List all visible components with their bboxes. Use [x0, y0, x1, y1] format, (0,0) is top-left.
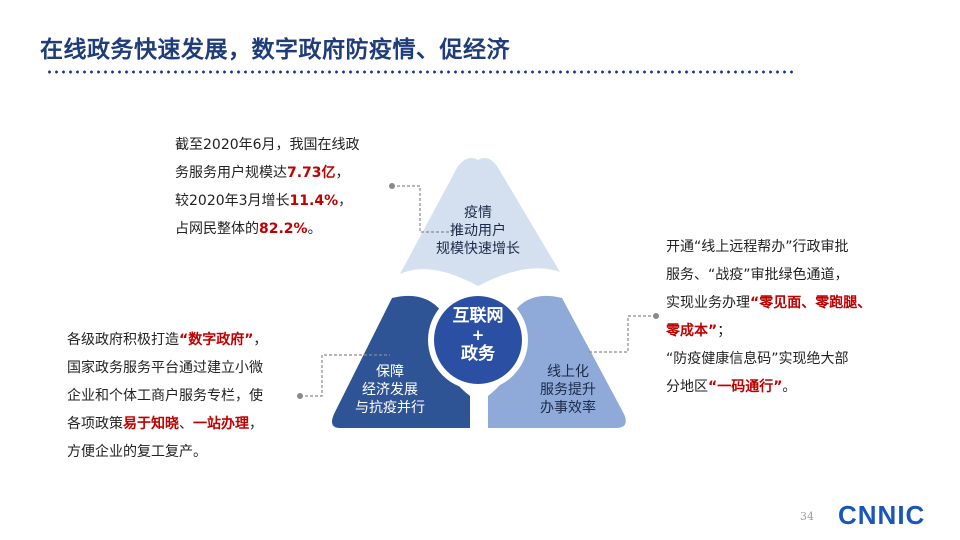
callout-users: 截至2020年6月，我国在线政 务服务用户规模达7.73亿， 较2020年3月增… [175, 131, 395, 243]
callout-text: 服务、“战疫”审批绿色通道， [666, 267, 849, 283]
callout-highlight: 82.2% [259, 221, 308, 237]
callout-text: ， [253, 332, 268, 348]
callout-highlight: 7.73亿 [287, 165, 336, 181]
center-label: 互联网 + 政务 [438, 305, 518, 365]
callout-text: 占网民整体的 [175, 221, 259, 237]
callout-text: 务服务用户规模达 [175, 165, 287, 181]
callout-text: “防疫健康信息码”实现绝大部 [666, 351, 849, 367]
right-segment-line: 服务提升 [540, 382, 596, 398]
callout-text: 各项政策 [67, 416, 123, 432]
dotted-divider [46, 70, 794, 74]
callout-highlight: “一码通行” [708, 379, 783, 395]
callout-text: 较2020年3月增长 [175, 193, 290, 209]
top-segment-line: 推动用户 [450, 223, 506, 239]
top-segment-line: 规模快速增长 [436, 241, 520, 257]
callout-text: 分地区 [666, 379, 708, 395]
callout-text: 。 [307, 221, 322, 237]
connector-top [392, 185, 462, 233]
left-segment-line: 经济发展 [362, 382, 418, 398]
center-line: 互联网 [452, 306, 504, 326]
callout-text: 国家政务服务平台通过建立小微 [67, 360, 263, 376]
callout-text: 企业和个体工商户服务专栏，使 [67, 388, 263, 404]
center-line: 政务 [461, 344, 495, 364]
top-segment [400, 158, 560, 286]
page-title: 在线政务快速发展，数字政府防疫情、促经济 [40, 37, 510, 63]
left-segment-line: 与抗疫并行 [355, 400, 425, 416]
callout-text: ； [717, 323, 732, 339]
callout-highlight: 易于知晓 [123, 416, 179, 432]
top-segment-line: 疫情 [464, 205, 492, 221]
callout-text: 。 [782, 379, 797, 395]
callout-text: ， [338, 193, 353, 209]
right-segment-line: 办事效率 [540, 400, 596, 416]
callout-text: 实现业务办理 [666, 295, 750, 311]
callout-digital-government: 各级政府积极打造“数字政府”， 国家政务服务平台通过建立小微 企业和个体工商户服… [67, 326, 307, 466]
callout-highlight: “数字政府” [179, 332, 254, 348]
callout-highlight: 11.4% [289, 193, 339, 209]
left-segment-line: 保障 [376, 364, 404, 380]
connector-left [300, 354, 390, 397]
callout-text: 、 [179, 416, 193, 432]
callout-text: 截至2020年6月，我国在线政 [175, 137, 360, 153]
callout-text: 开通“线上远程帮办”行政审批 [666, 239, 849, 255]
right-segment-line: 线上化 [547, 364, 589, 380]
callout-text: 各级政府积极打造 [67, 332, 179, 348]
top-segment-label: 疫情 推动用户 规模快速增长 [418, 204, 538, 258]
right-segment-label: 线上化 服务提升 办事效率 [516, 363, 620, 417]
callout-highlight: 一站办理 [193, 416, 249, 432]
page-number: 34 [800, 510, 814, 523]
callout-highlight: “零见面、零跑腿、 [750, 295, 872, 311]
center-line: + [471, 326, 485, 344]
connector-right [588, 315, 656, 353]
cnnic-logo: CNNIC [838, 500, 926, 530]
callout-text: 方便企业的复工复产。 [67, 444, 207, 460]
left-segment-label: 保障 经济发展 与抗疫并行 [338, 363, 442, 417]
callout-online-services: 开通“线上远程帮办”行政审批 服务、“战疫”审批绿色通道， 实现业务办理“零见面… [666, 233, 926, 401]
callout-text: ， [249, 416, 263, 432]
callout-highlight: 零成本” [666, 323, 718, 339]
callout-text: ， [335, 165, 350, 181]
center-circle [434, 296, 522, 384]
